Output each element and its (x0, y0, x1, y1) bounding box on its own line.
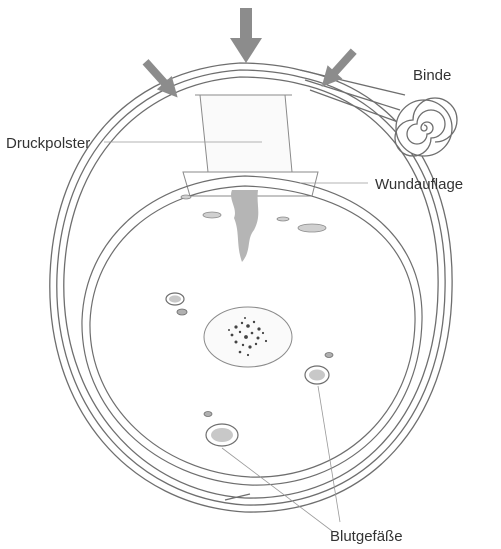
arrow-down-icon (230, 8, 262, 63)
label-druckpolster: Druckpolster (6, 135, 90, 152)
vessel-lower-left (204, 412, 238, 447)
vessel-upper-left (166, 293, 187, 315)
label-binde: Binde (413, 67, 451, 84)
spiral-roll-icon (395, 98, 457, 156)
pressure-arrows (138, 8, 361, 104)
arrow-down-left-icon (138, 55, 185, 104)
vessel-right (305, 353, 333, 385)
label-blutgefaesse: Blutgefäße (330, 528, 403, 545)
pressure-pad (195, 95, 292, 172)
wound (231, 190, 258, 262)
arrow-down-right-icon (314, 45, 361, 94)
label-wundauflage: Wundauflage (375, 176, 463, 193)
bone-center (204, 307, 292, 367)
